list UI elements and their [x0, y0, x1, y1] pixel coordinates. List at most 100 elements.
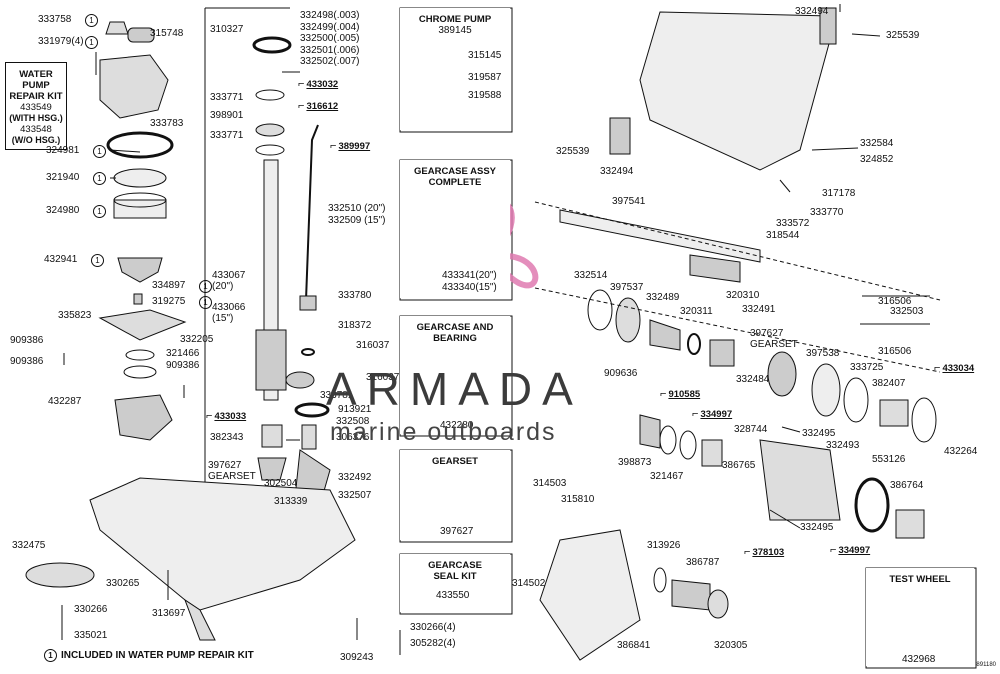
part-label: 332475 [12, 540, 46, 551]
kit-without-housing: (W/O HSG.) [11, 135, 61, 145]
part-label: 324981 [46, 145, 80, 156]
part-label: 321467 [650, 471, 684, 482]
part-label: 332507 [338, 490, 372, 501]
gearcase-bearing-number: 432280 [440, 420, 474, 431]
part-label: 333780 [338, 290, 372, 301]
part-label: 317178 [822, 188, 856, 199]
part-label: 432287 [48, 396, 82, 407]
part-label: 331979(4) [38, 36, 84, 47]
part-label: 332493 [826, 440, 860, 451]
watermark-tagline: marine outboards [330, 418, 557, 446]
chrome-pump-part: 319588 [468, 90, 502, 101]
part-label: 398901 [210, 110, 244, 121]
part-label: 332509 (15") [328, 215, 386, 226]
part-label: 909636 [604, 368, 638, 379]
shim-item: 332500(.005) [300, 33, 360, 44]
shim-list: 332498(.003) 332499(.004) 332500(.005) 3… [300, 10, 360, 68]
tool-callout: 910585 [660, 388, 700, 400]
gearcase-bearing-box: GEARCASE AND BEARING 432280 [400, 316, 510, 434]
kit-mark: 1 [85, 36, 98, 49]
shim-item: 332499(.004) [300, 21, 360, 33]
tool-callout: 433032 [298, 78, 338, 90]
part-label: 332484 [736, 374, 770, 385]
part-label: 313697 [152, 608, 186, 619]
chrome-pump-part: 319587 [468, 72, 502, 83]
part-label: 382407 [872, 378, 906, 389]
part-label: 324980 [46, 205, 80, 216]
part-label: 309243 [340, 652, 374, 663]
part-label: 333725 [850, 362, 884, 373]
part-label: 315810 [561, 494, 595, 505]
kit-number-433548: 433548 [20, 124, 52, 135]
part-label: 913921 [338, 404, 372, 415]
part-label: 333771 [210, 92, 244, 103]
kit-mark: 1 [91, 254, 104, 267]
part-label: 332503 [890, 306, 924, 317]
part-label: 325539 [886, 30, 920, 41]
kit-mark: 1 [93, 172, 106, 185]
part-label: 397541 [612, 196, 646, 207]
kit-mark: 1 [199, 296, 212, 309]
part-label: 332584 [860, 138, 894, 149]
part-label: 305282(4) [410, 638, 456, 649]
part-label: 321940 [46, 172, 80, 183]
part-label: 310327 [210, 24, 244, 35]
watermark-brand: ARMADA [326, 363, 583, 415]
part-label: 332510 (20") [328, 203, 386, 214]
part-label: 316037 [356, 340, 390, 351]
shim-item: 332502(.007) [300, 56, 360, 67]
part-label: 335823 [58, 310, 92, 321]
part-label: 315748 [150, 28, 184, 39]
part-label: 397537 [610, 282, 644, 293]
tool-callout: 334997 [692, 408, 732, 420]
part-label: 319275 [152, 296, 186, 307]
part-label: 432264 [944, 446, 978, 457]
part-label: 320311 [680, 306, 713, 317]
part-label: 332494 [795, 6, 829, 17]
part-label: 316037 [366, 372, 400, 383]
tool-callout: 433033 [206, 410, 246, 422]
part-label: 332205 [180, 334, 214, 345]
part-label: 332489 [646, 292, 680, 303]
part-label: 397538 [806, 348, 840, 359]
part-label: 316506 [878, 346, 912, 357]
part-label: 333781 [320, 390, 354, 401]
part-label: 433066 (15") [212, 302, 246, 324]
part-label: 386764 [890, 480, 924, 491]
part-label: 332491 [742, 304, 776, 315]
part-label: 332514 [574, 270, 608, 281]
kit-mark: 1 [85, 14, 98, 27]
tool-callout: 389997 [330, 140, 370, 152]
kit-number-433549: 433549 [20, 102, 52, 113]
part-label: 386787 [686, 557, 720, 568]
chrome-pump-number: 389145 [438, 25, 472, 36]
test-wheel-box: TEST WHEEL 432968 [866, 568, 974, 666]
part-label: 334897 [152, 280, 186, 291]
kit-mark: 1 [93, 145, 106, 158]
chrome-pump-part: 315145 [468, 50, 502, 61]
part-label: 332494 [600, 166, 634, 177]
part-label: 333783 [150, 118, 184, 129]
part-label: 333572 [776, 218, 810, 229]
part-label: 318372 [338, 320, 372, 331]
part-label: 324852 [860, 154, 894, 165]
part-label: 382343 [210, 432, 244, 443]
test-wheel-number: 432968 [902, 654, 936, 665]
chrome-pump-box: CHROME PUMP 389145 315145 319587 319588 [400, 8, 510, 130]
part-label: 909386 [10, 335, 44, 346]
part-label: 909386 [10, 356, 44, 367]
part-label: 332495 [800, 522, 834, 533]
part-label: 313926 [647, 540, 681, 551]
seal-kit-number: 433550 [436, 590, 470, 601]
part-label: 397627 GEARSET [750, 328, 798, 350]
part-label: 321466 [166, 348, 200, 359]
part-label: 330266 [74, 604, 108, 615]
part-label: 314502 [512, 578, 546, 589]
part-label: 330265 [106, 578, 140, 589]
part-label: 332495 [802, 428, 836, 439]
tool-callout: 378103 [744, 546, 784, 558]
part-label: 335021 [74, 630, 108, 641]
part-label: 332492 [338, 472, 372, 483]
part-label: 433067 (20") [212, 270, 246, 292]
